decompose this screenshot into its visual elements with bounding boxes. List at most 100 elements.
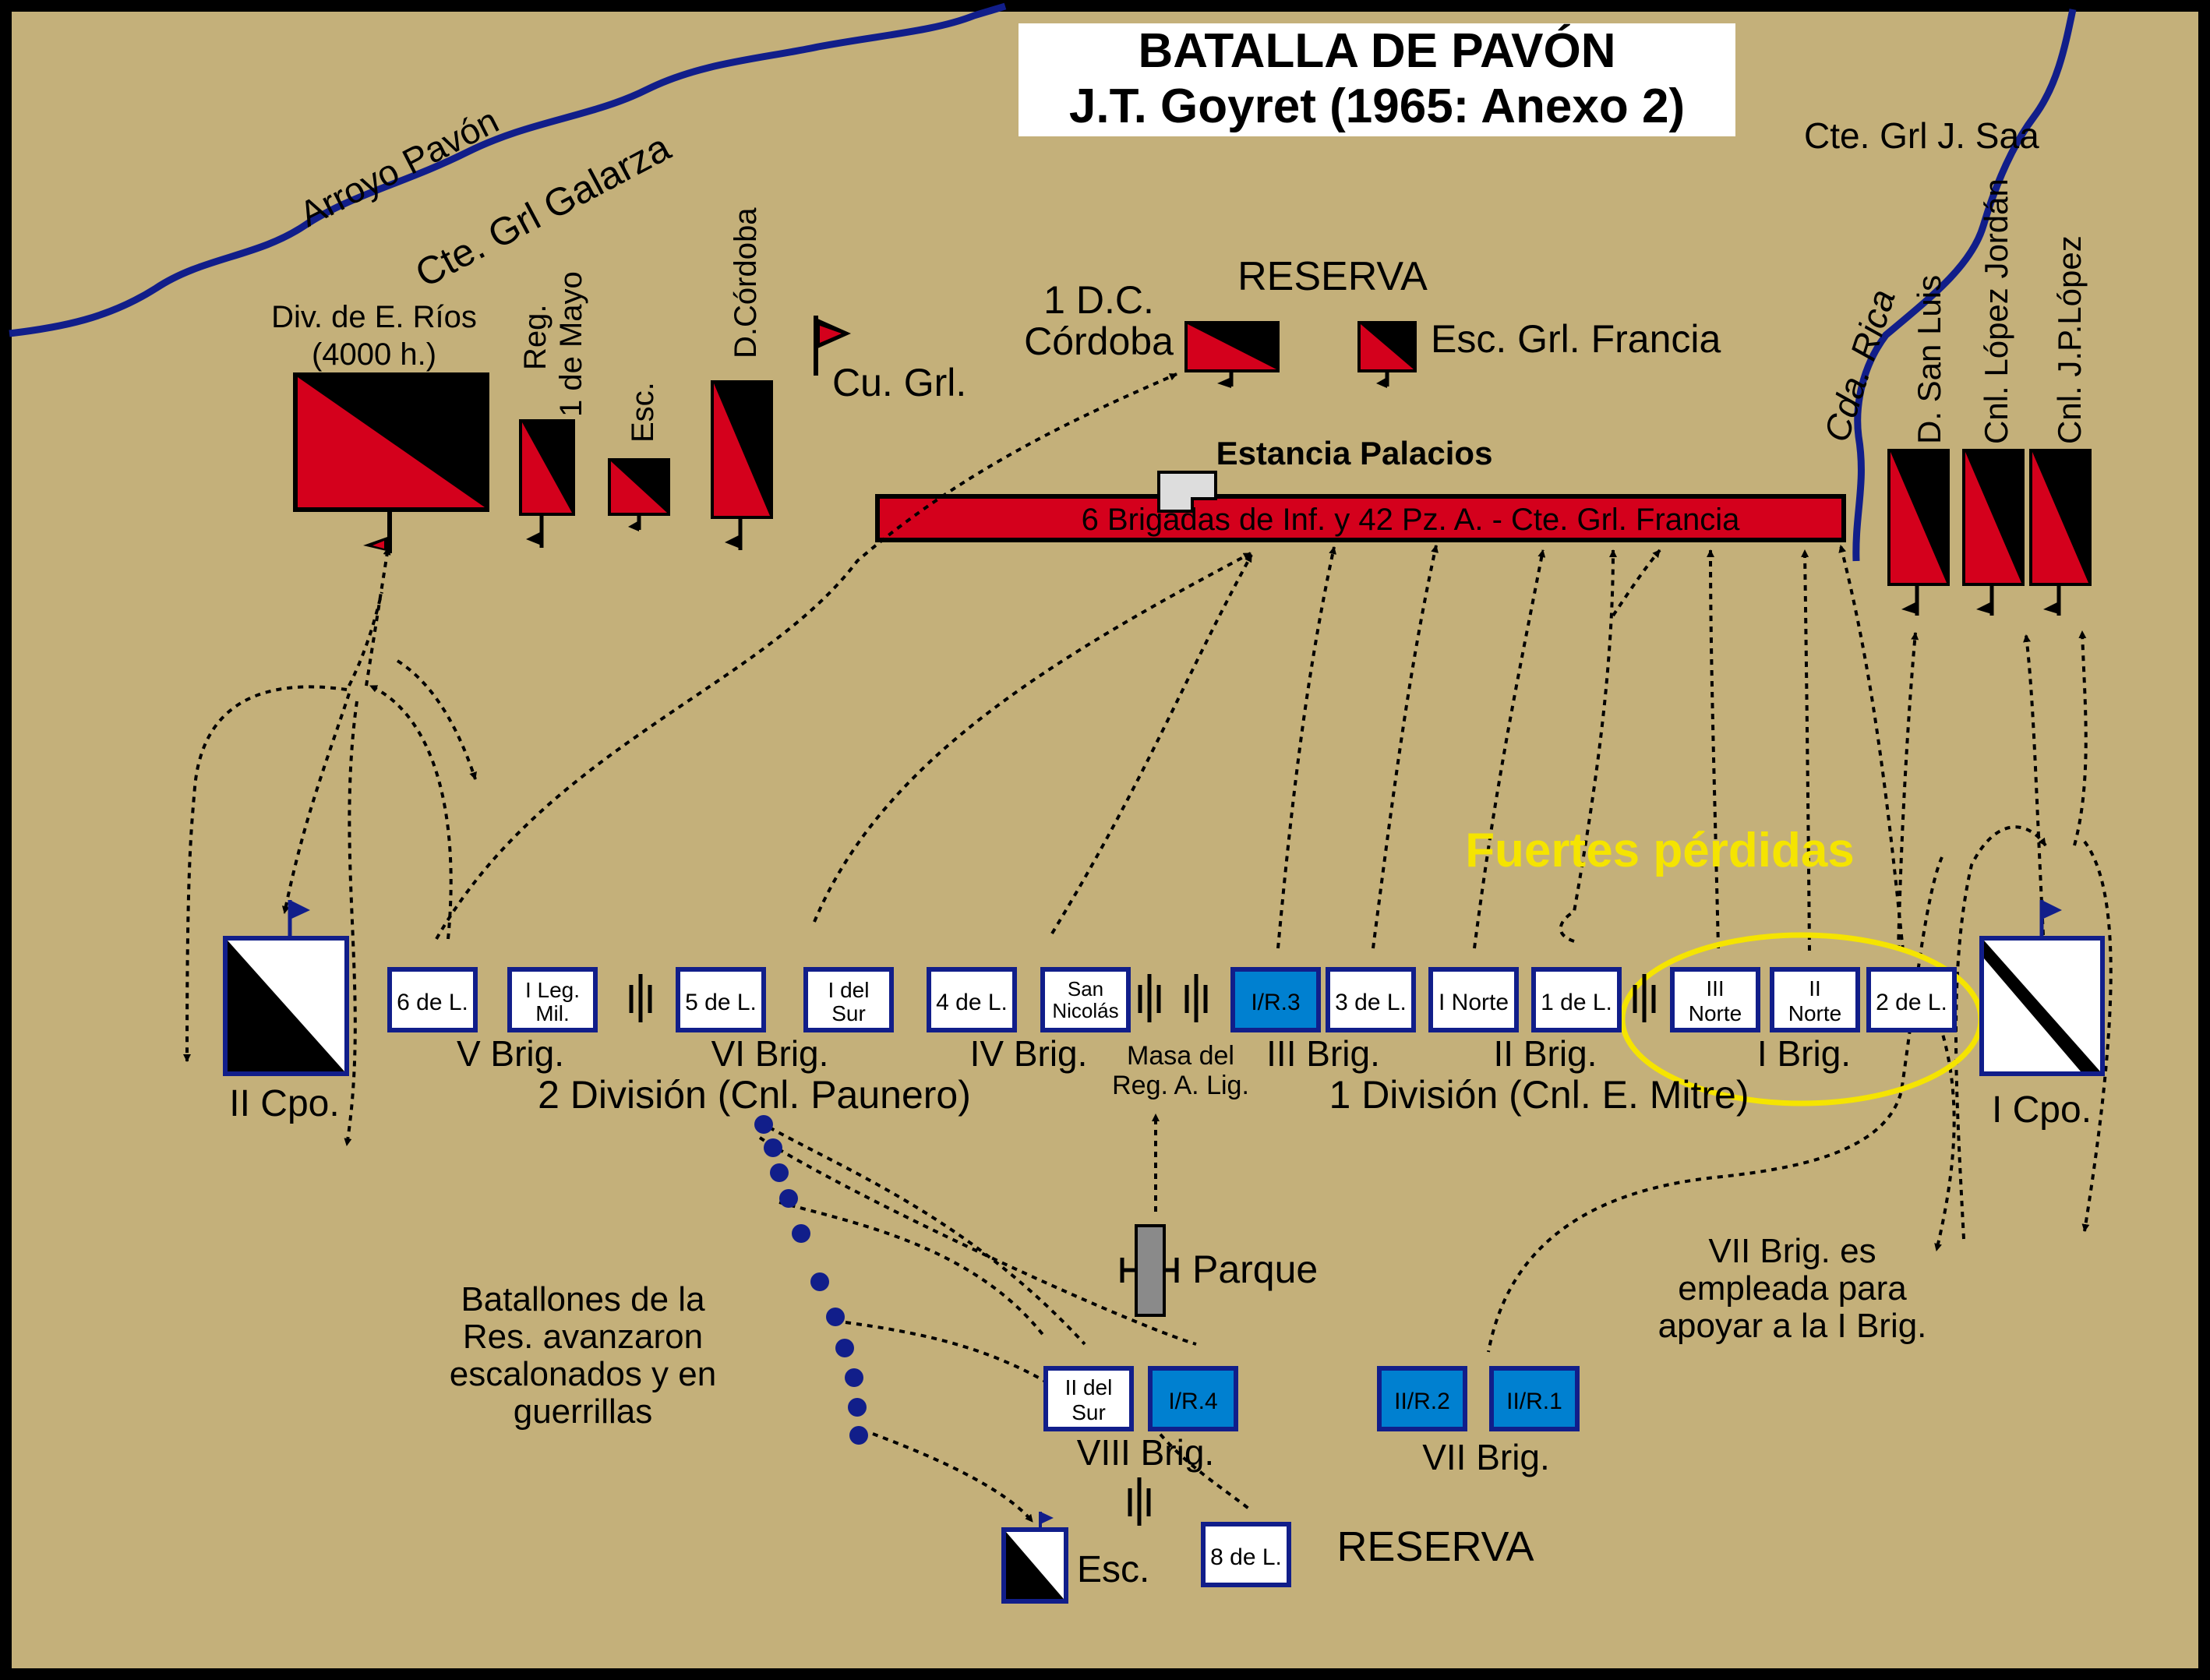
- d-cordoba-unit: [711, 380, 773, 550]
- unit-ii-norte: II Norte: [1770, 967, 1860, 1032]
- movement-arrows: [183, 372, 2113, 1523]
- svg-text:2 de L.: 2 de L.: [1876, 990, 1947, 1015]
- estancia-building-icon: [1157, 471, 1217, 513]
- svg-text:Norte: Norte: [1788, 1001, 1841, 1025]
- vi-brig-label: VI Brig.: [711, 1033, 829, 1074]
- svg-text:II/R.2: II/R.2: [1394, 1389, 1450, 1414]
- vii-note-line2: empleada para: [1678, 1269, 1907, 1308]
- svg-text:II: II: [1809, 976, 1821, 1001]
- reserva-top-label: RESERVA: [1237, 254, 1428, 299]
- esc-bottom-label: Esc.: [1077, 1549, 1149, 1590]
- esc-bottom-unit: [1001, 1512, 1068, 1604]
- unit-6-de-l: 6 de L.: [387, 967, 478, 1032]
- dc-cordoba-unit: [1184, 321, 1280, 388]
- d-san-luis-unit: [1887, 449, 1950, 616]
- saa-label: Cte. Grl J. Saa: [1804, 115, 2039, 156]
- title-line1: BATALLA DE PAVÓN: [1138, 24, 1615, 78]
- unit-ii-del-sur: II del Sur: [1043, 1366, 1134, 1431]
- svg-text:8 de L.: 8 de L.: [1210, 1544, 1282, 1570]
- i-cpo-unit: [1979, 900, 2105, 1076]
- unit-san-nicolas: San Nicolás: [1040, 967, 1131, 1032]
- dc-cordoba-label2: Córdoba: [1024, 319, 1174, 363]
- svg-text:II del: II del: [1065, 1375, 1113, 1399]
- reg-label2: 1 de Mayo: [554, 271, 588, 417]
- reserva-bottom-label: RESERVA: [1336, 1523, 1534, 1570]
- batallones-line4: guerrillas: [514, 1392, 653, 1431]
- artillery-icon: [629, 974, 652, 1022]
- masa-label2: Reg. A. Lig.: [1112, 1071, 1249, 1100]
- esc-francia-label: Esc. Grl. Francia: [1431, 317, 1721, 361]
- guerrilla-dots: [754, 1115, 868, 1445]
- estancia-label: Estancia Palacios: [1216, 435, 1493, 471]
- fuertes-perdidas-label: Fuertes pérdidas: [1465, 824, 1855, 877]
- parque-unit: [1120, 1224, 1179, 1317]
- batallones-line3: escalonados y en: [450, 1355, 716, 1393]
- unit-i-leg-mil: I Leg. Mil.: [507, 967, 598, 1032]
- svg-text:Sur: Sur: [1071, 1400, 1106, 1424]
- div-er-unit: [293, 372, 489, 553]
- svg-text:Norte: Norte: [1689, 1001, 1742, 1025]
- unit-3-de-l: 3 de L.: [1326, 967, 1416, 1032]
- unit-1-de-l: 1 de L.: [1531, 967, 1622, 1032]
- arroyo-pavon-river: [9, 2, 1007, 337]
- unit-iii-norte: III Norte: [1670, 967, 1760, 1032]
- artillery-icon: [1633, 974, 1656, 1022]
- lopez-jordan-unit: [1962, 449, 2025, 616]
- div-er-label1: Div. de E. Ríos: [271, 300, 477, 334]
- iii-brig-label: III Brig.: [1266, 1033, 1380, 1074]
- svg-text:I Leg.: I Leg.: [525, 978, 580, 1002]
- ii-cpo-label: II Cpo.: [229, 1083, 339, 1124]
- esc-left-unit: [608, 458, 670, 531]
- batallones-line2: Res. avanzaron: [463, 1318, 703, 1356]
- svg-text:5 de L.: 5 de L.: [685, 990, 757, 1015]
- svg-text:III: III: [1706, 976, 1724, 1001]
- ii-cpo-unit: [223, 900, 349, 1076]
- svg-text:Mil.: Mil.: [535, 1001, 570, 1025]
- title-line2: J.T. Goyret (1965: Anexo 2): [1069, 79, 1685, 133]
- enemy-line-bar: [875, 494, 1846, 542]
- title-box: [1019, 23, 1735, 136]
- esc-francia-unit: [1357, 321, 1417, 388]
- artillery-icon: [1184, 974, 1208, 1022]
- iv-brig-label: IV Brig.: [970, 1033, 1088, 1074]
- v-brig-label: V Brig.: [457, 1033, 564, 1074]
- div1-label: 1 División (Cnl. E. Mitre): [1329, 1073, 1749, 1117]
- svg-text:4 de L.: 4 de L.: [936, 990, 1008, 1015]
- dc-cordoba-label1: 1 D.C.: [1043, 278, 1154, 322]
- vii-note-line1: VII Brig. es: [1708, 1232, 1876, 1270]
- d-cordoba-label: D.Córdoba: [729, 207, 763, 358]
- canada-rica-river: [1852, 9, 2077, 562]
- svg-text:I Norte: I Norte: [1439, 990, 1509, 1015]
- esc-left-label: Esc.: [626, 382, 660, 443]
- svg-text:I/R.3: I/R.3: [1251, 990, 1300, 1015]
- batallones-line1: Batallones de la: [461, 1280, 705, 1318]
- svg-text:6 de L.: 6 de L.: [397, 990, 468, 1015]
- d-san-luis-label: D. San Luis: [1911, 275, 1947, 444]
- svg-text:I del: I del: [828, 978, 870, 1002]
- unit-4-de-l: 4 de L.: [927, 967, 1017, 1032]
- jp-lopez-label: Cnl. J.P.López: [2051, 235, 2088, 444]
- masa-label1: Masa del: [1127, 1041, 1234, 1071]
- svg-text:1 de L.: 1 de L.: [1541, 990, 1612, 1015]
- unit-2-de-l: 2 de L.: [1866, 967, 1957, 1032]
- unit-5-de-l: 5 de L.: [676, 967, 766, 1032]
- ii-brig-label: II Brig.: [1494, 1033, 1597, 1074]
- i-cpo-label: I Cpo.: [1992, 1089, 2092, 1131]
- svg-text:San: San: [1068, 977, 1103, 1001]
- unit-8-de-l: 8 de L.: [1201, 1522, 1291, 1587]
- artillery-icon: [1128, 1477, 1151, 1526]
- div2-label: 2 División (Cnl. Paunero): [538, 1073, 971, 1117]
- svg-text:I/R.4: I/R.4: [1168, 1389, 1217, 1414]
- svg-text:3 de L.: 3 de L.: [1335, 990, 1407, 1015]
- reg-1-mayo-unit: [519, 419, 575, 548]
- cu-grl-label: Cu. Grl.: [832, 361, 966, 404]
- i-brig-label: I Brig.: [1757, 1033, 1851, 1074]
- artillery-icon: [1138, 974, 1161, 1022]
- cu-grl-flag-icon: [814, 316, 851, 376]
- svg-text:Nicolás: Nicolás: [1052, 999, 1118, 1022]
- div-er-label2: (4000 h.): [312, 337, 436, 372]
- unit-ii-r2: II/R.2: [1377, 1366, 1467, 1431]
- jp-lopez-unit: [2029, 449, 2092, 616]
- lopez-jordan-label: Cnl. López Jordán: [1978, 178, 2014, 444]
